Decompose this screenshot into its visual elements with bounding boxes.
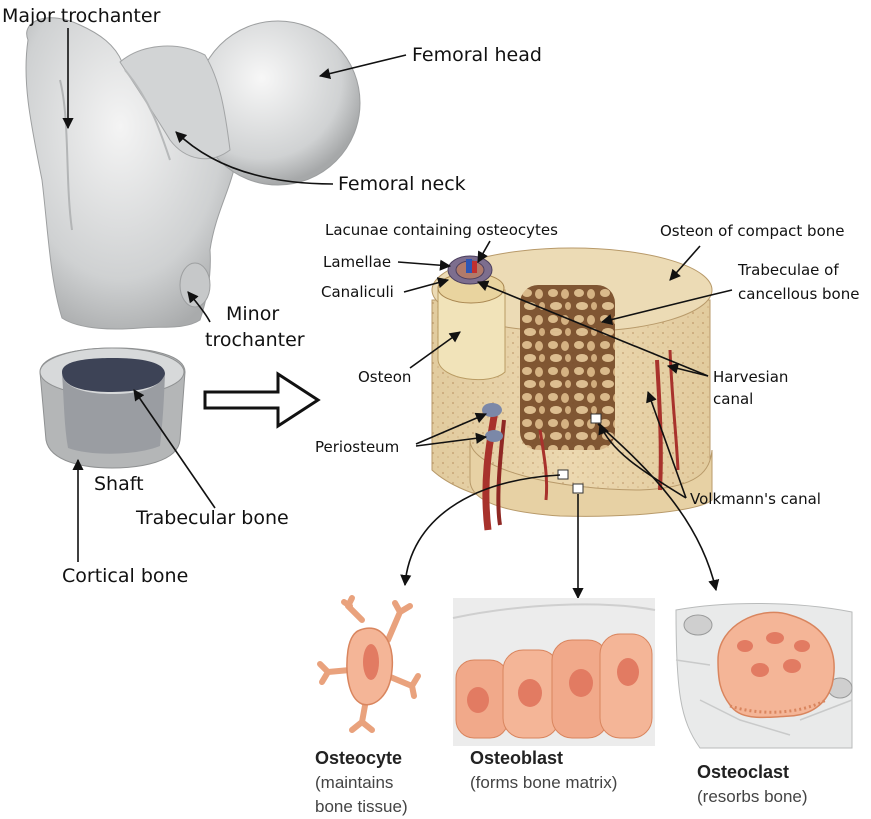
label-lamellae: Lamellae xyxy=(323,253,391,271)
trabecular-core xyxy=(62,358,165,392)
label-trabeculae-2: cancellous bone xyxy=(738,285,859,303)
label-trabeculae-1: Trabeculae of xyxy=(737,261,839,279)
label-osteon-compact: Osteon of compact bone xyxy=(660,222,845,240)
caption-osteoblast: Osteoblast xyxy=(470,748,563,768)
osteoclast-illustration xyxy=(676,604,852,749)
caption-osteocyte: Osteocyte xyxy=(315,748,402,768)
label-harvesian-1: Harvesian xyxy=(713,368,788,386)
vessel-blue xyxy=(466,259,472,273)
marker-square-2 xyxy=(573,484,583,493)
label-femoral-neck: Femoral neck xyxy=(338,173,466,195)
arrow-lamellae xyxy=(398,262,450,266)
osteoblast-cell-4 xyxy=(600,634,652,738)
osteocyte-illustration xyxy=(320,598,418,730)
caption-osteoblast-desc: (forms bone matrix) xyxy=(470,773,617,792)
osteoclast-body xyxy=(718,612,834,717)
label-periosteum: Periosteum xyxy=(315,438,399,456)
marker-square-3 xyxy=(591,414,601,423)
caption-osteoclast-desc: (resorbs bone) xyxy=(697,787,808,806)
label-minor-trochanter-2: trochanter xyxy=(205,329,305,351)
osteocyte-nucleus xyxy=(363,644,379,680)
caption-osteoclast: Osteoclast xyxy=(697,762,789,782)
label-major-trochanter: Major trochanter xyxy=(2,5,161,27)
vessel-red-small xyxy=(472,261,477,273)
hollow-arrow xyxy=(205,374,318,426)
periosteum-blob-2 xyxy=(485,430,503,442)
label-osteon: Osteon xyxy=(358,368,411,386)
label-femoral-head: Femoral head xyxy=(412,44,542,66)
label-lacunae: Lacunae containing osteocytes xyxy=(325,221,558,239)
label-harvesian-2: canal xyxy=(713,390,753,408)
label-trabecular-bone: Trabecular bone xyxy=(135,507,289,529)
label-shaft: Shaft xyxy=(94,473,144,495)
shaft-section-illustration xyxy=(40,348,185,468)
osteoblast-illustration xyxy=(453,598,655,746)
label-cortical-bone: Cortical bone xyxy=(62,565,188,587)
label-canaliculi: Canaliculi xyxy=(321,283,394,301)
femur-illustration xyxy=(26,18,360,329)
caption-osteocyte-desc-2: bone tissue) xyxy=(315,797,408,816)
label-minor-trochanter-1: Minor xyxy=(226,303,279,325)
label-volkmann: Volkmann's canal xyxy=(690,490,821,508)
caption-osteocyte-desc-1: (maintains xyxy=(315,773,393,792)
